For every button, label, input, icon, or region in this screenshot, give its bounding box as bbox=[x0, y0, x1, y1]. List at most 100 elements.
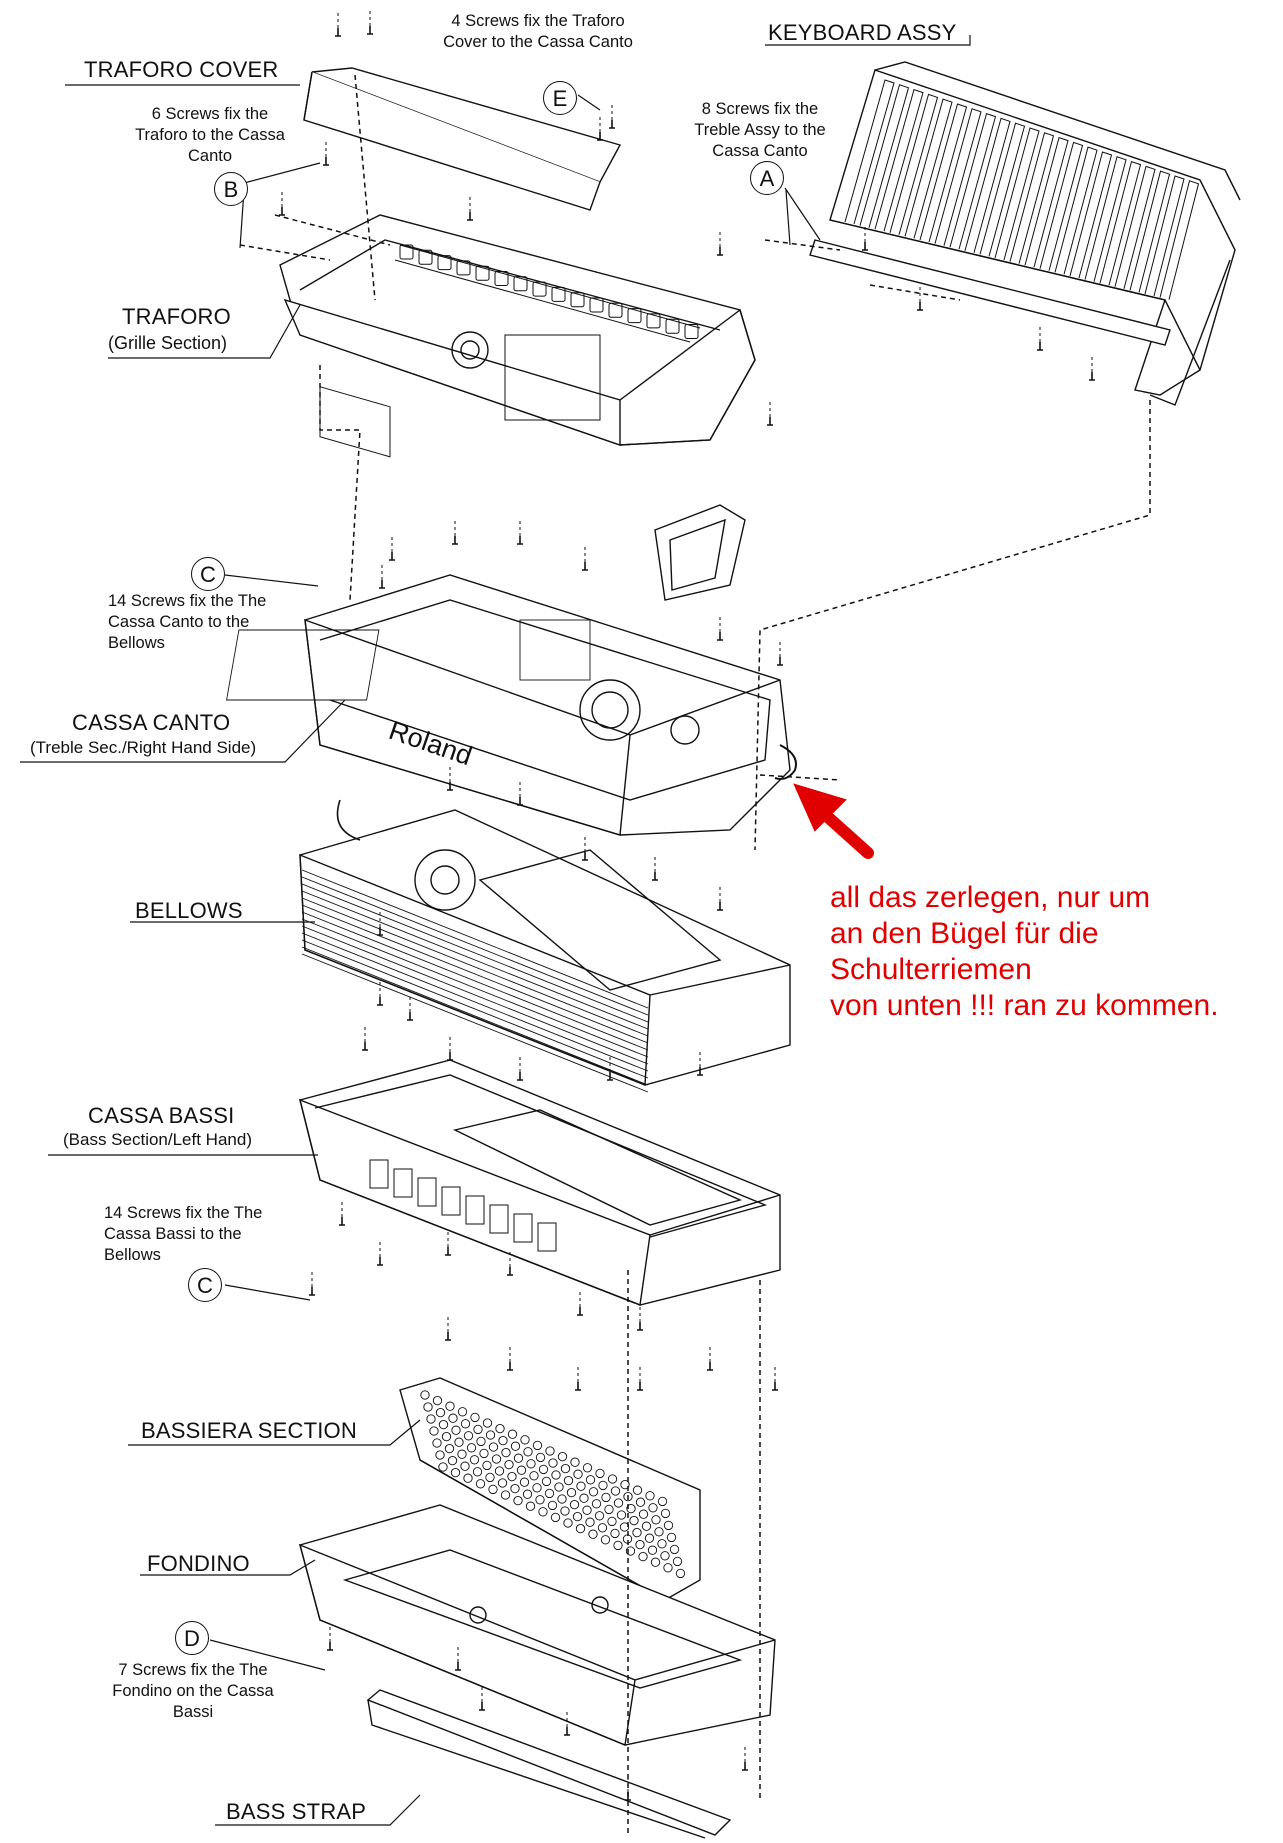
traforo-key bbox=[646, 313, 661, 329]
bass-button bbox=[507, 1429, 518, 1439]
bellows-fold bbox=[301, 897, 649, 1037]
bass-button bbox=[672, 1556, 683, 1567]
screw bbox=[1037, 342, 1043, 351]
annotation-line-4: von unten !!! ran zu kommen. bbox=[830, 989, 1219, 1022]
bass-button bbox=[632, 1527, 642, 1538]
keyboard-key bbox=[859, 84, 910, 228]
bass-button bbox=[575, 1523, 586, 1534]
bass-button bbox=[598, 1480, 608, 1491]
cassa-canto-part bbox=[226, 574, 797, 836]
screw bbox=[407, 1012, 413, 1021]
annotation-text: all das zerlegen, nur um an den Bügel fü… bbox=[830, 880, 1280, 1024]
bass-button bbox=[473, 1424, 483, 1435]
annotation-line-1: all das zerlegen, nur um bbox=[830, 881, 1151, 914]
keyboard-key bbox=[934, 108, 982, 246]
bass-button bbox=[632, 1485, 643, 1495]
bass-button bbox=[579, 1493, 589, 1503]
bass-button bbox=[535, 1495, 545, 1505]
traforo-key bbox=[608, 302, 623, 318]
screw bbox=[389, 552, 395, 561]
note-d: 7 Screws fix the The Fondino on the Cass… bbox=[112, 1661, 274, 1721]
keyboard-assy-part bbox=[809, 61, 1241, 406]
bass-button bbox=[538, 1464, 549, 1475]
fondino-part bbox=[298, 1504, 776, 1746]
callout-a: A bbox=[750, 161, 784, 195]
traforo-key bbox=[589, 297, 604, 313]
keyboard-key bbox=[1129, 170, 1171, 293]
bass-button bbox=[544, 1488, 555, 1499]
bass-button bbox=[435, 1407, 446, 1418]
bellows-part bbox=[299, 799, 791, 1093]
screw bbox=[772, 1382, 778, 1391]
bellows-fold bbox=[301, 904, 649, 1044]
bass-button bbox=[550, 1512, 561, 1523]
screw bbox=[517, 536, 523, 545]
screw bbox=[742, 1762, 748, 1771]
bass-button bbox=[647, 1545, 658, 1555]
bass-button bbox=[485, 1472, 495, 1483]
screw bbox=[447, 1052, 453, 1061]
cassa-bassi-part bbox=[298, 1059, 781, 1306]
bass-button bbox=[563, 1475, 574, 1486]
bass-button bbox=[445, 1401, 455, 1411]
screw bbox=[447, 782, 453, 791]
screw bbox=[517, 1072, 523, 1081]
bass-button bbox=[470, 1412, 480, 1423]
traforo-key bbox=[475, 265, 490, 281]
bass-button bbox=[645, 1491, 655, 1501]
screw bbox=[467, 212, 473, 221]
bass-strap-part bbox=[366, 1689, 732, 1839]
bass-button bbox=[463, 1431, 474, 1441]
bass-button bbox=[432, 1395, 443, 1406]
bass-button bbox=[569, 1499, 580, 1510]
screw bbox=[625, 1792, 631, 1801]
bellows-fold bbox=[301, 939, 649, 1079]
label-cassa-canto: CASSA CANTO bbox=[72, 710, 231, 735]
register-switch bbox=[489, 1204, 509, 1234]
bass-button bbox=[538, 1507, 548, 1517]
keyboard-key bbox=[874, 88, 924, 232]
keyboard-key bbox=[1054, 146, 1098, 275]
bass-button bbox=[594, 1511, 605, 1521]
note-c-top: 14 Screws fix the The Cassa Canto to the… bbox=[108, 592, 267, 652]
bass-button bbox=[504, 1459, 514, 1470]
screw bbox=[279, 207, 285, 216]
screw bbox=[607, 1072, 613, 1081]
screw bbox=[507, 1362, 513, 1371]
bass-button bbox=[582, 1463, 593, 1473]
bass-button bbox=[585, 1517, 595, 1527]
bass-button bbox=[545, 1446, 555, 1456]
screw bbox=[582, 852, 588, 861]
annotation-line-3: Schulterriemen bbox=[830, 953, 1032, 986]
bellows-fold bbox=[301, 932, 649, 1072]
screw bbox=[445, 1332, 451, 1341]
bass-button bbox=[510, 1483, 520, 1494]
traforo-key bbox=[437, 255, 452, 271]
screw bbox=[637, 1382, 643, 1391]
bass-button bbox=[516, 1465, 527, 1475]
traforo-key bbox=[418, 249, 433, 265]
bellows-fold bbox=[301, 918, 649, 1058]
bellows-fold bbox=[301, 890, 649, 1030]
bass-button bbox=[476, 1436, 486, 1447]
register-switch bbox=[369, 1159, 389, 1189]
bass-button bbox=[494, 1466, 505, 1476]
keyboard-key bbox=[994, 127, 1040, 261]
bass-button bbox=[666, 1532, 677, 1543]
bass-button bbox=[488, 1442, 499, 1452]
bass-button bbox=[447, 1455, 458, 1466]
traforo-part bbox=[279, 214, 756, 458]
bass-button bbox=[507, 1471, 517, 1482]
traforo-key bbox=[551, 286, 566, 302]
screw bbox=[767, 417, 773, 426]
keyboard-key bbox=[1084, 156, 1127, 282]
bass-button bbox=[441, 1431, 452, 1442]
bass-button bbox=[497, 1478, 508, 1488]
bass-button bbox=[498, 1435, 508, 1446]
bass-button bbox=[485, 1430, 496, 1440]
bass-button bbox=[563, 1518, 573, 1528]
bass-button bbox=[572, 1511, 583, 1522]
screw bbox=[717, 632, 723, 641]
bass-button bbox=[616, 1510, 627, 1520]
bass-button bbox=[432, 1438, 442, 1448]
